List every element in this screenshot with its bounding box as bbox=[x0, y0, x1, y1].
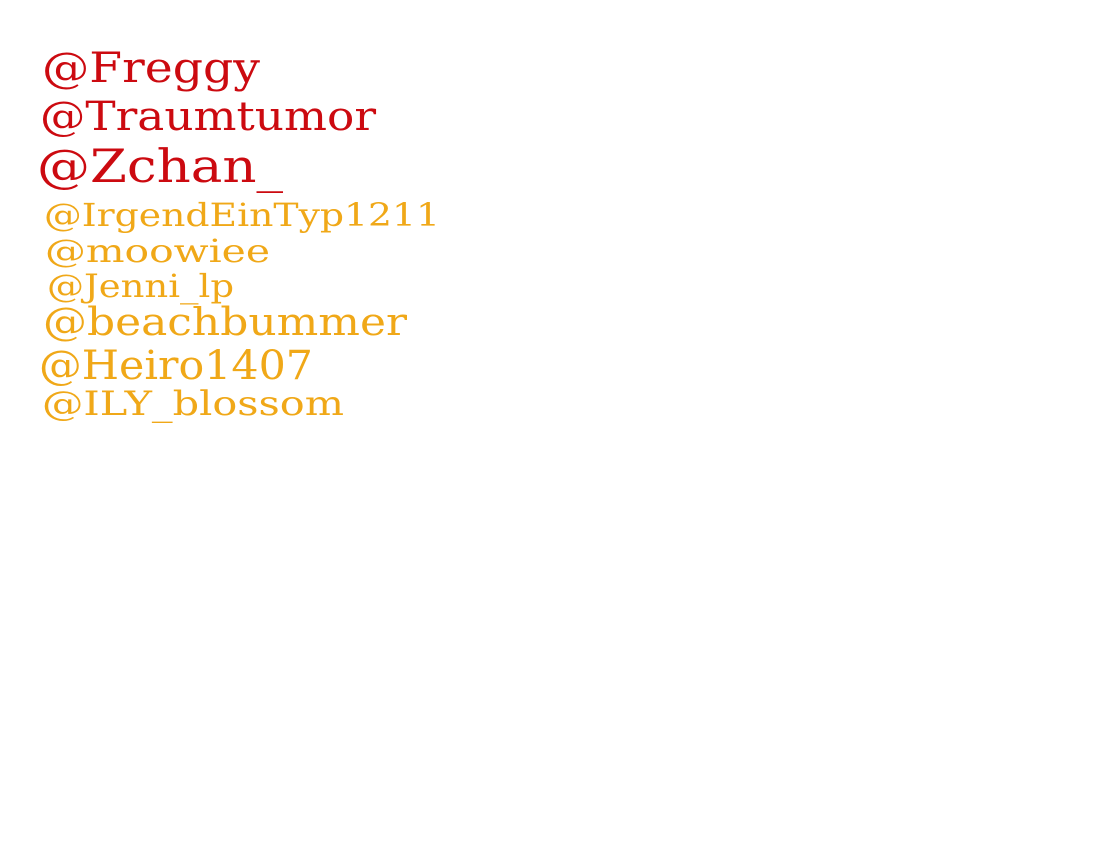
name-heiro1407: @Heiro1407 bbox=[39, 343, 313, 389]
name-freggy: @Freggy bbox=[42, 43, 260, 92]
name-ily-blossom: @ILY_blossom bbox=[42, 384, 344, 424]
name-moowiee: @moowiee bbox=[45, 232, 270, 270]
name-traumtumor: @Traumtumor bbox=[40, 94, 377, 140]
name-beachbummer: @beachbummer bbox=[43, 300, 408, 344]
name-jenni-lp: @Jenni_lp bbox=[47, 267, 234, 305]
name-irgendeintyp: @IrgendEinTyp1211 bbox=[44, 196, 440, 234]
name-zchan: @Zchan_ bbox=[37, 139, 283, 193]
